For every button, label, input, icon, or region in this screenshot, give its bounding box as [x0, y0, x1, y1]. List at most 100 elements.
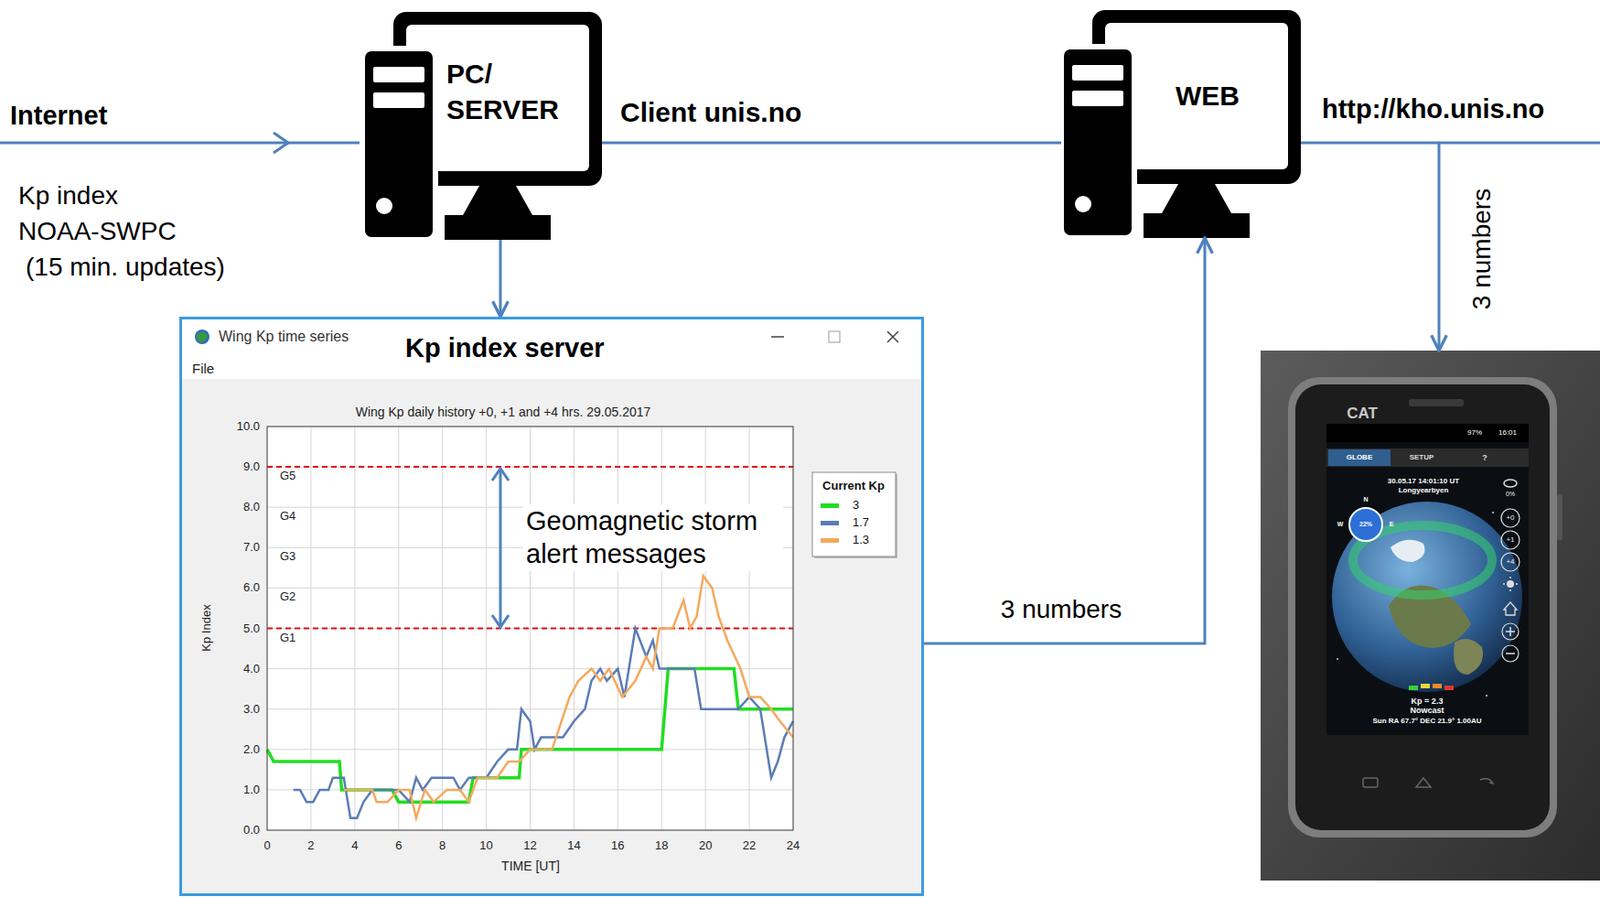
node-text: Kp = 2.3 — [1411, 696, 1444, 707]
url-label: http://kho.unis.no — [1321, 93, 1545, 126]
gauge-segment — [1408, 685, 1418, 690]
node-text: Longyearbyen — [1398, 485, 1450, 495]
y-tick-label: 7.0 — [243, 540, 260, 556]
zoom-in-button — [1502, 622, 1519, 640]
range-arrowhead — [492, 614, 509, 627]
connector — [499, 239, 503, 317]
x-tick-label: 4 — [351, 837, 358, 853]
kp-series-line — [343, 575, 794, 818]
x-tick-label: 18 — [655, 837, 668, 853]
node-text: CAT — [1346, 404, 1378, 423]
storm-level: G3 — [277, 549, 299, 565]
x-tick-label: 24 — [786, 837, 800, 853]
sun-rays — [1503, 576, 1518, 591]
node-text: N — [1363, 495, 1368, 504]
node-text: 30.05.17 14:01:10 UT — [1387, 476, 1460, 486]
power-button — [375, 197, 393, 215]
kp-series-line — [267, 668, 794, 803]
ice-cap — [1390, 539, 1426, 562]
kp-chart — [267, 426, 794, 830]
storm-level: G1 — [277, 630, 299, 645]
close-button — [887, 331, 899, 343]
soft-key — [1416, 777, 1431, 787]
pc-server-icon — [362, 11, 602, 240]
compass — [1349, 507, 1383, 541]
grid-line — [485, 426, 487, 830]
legend-text: 1.3 — [852, 532, 870, 548]
plus-symbol — [1505, 626, 1515, 636]
grid-line — [749, 426, 751, 830]
zoom-out-button — [1502, 644, 1519, 662]
y-tick-label: 1.0 — [243, 782, 260, 797]
node-text: SETUP — [1409, 452, 1435, 462]
x-tick-label: 22 — [742, 837, 756, 853]
outgoing-line — [1438, 141, 1600, 145]
node-text: 16:01 — [1498, 428, 1517, 438]
x-tick-label: 20 — [698, 837, 712, 853]
source-note: Kp index — [18, 180, 119, 212]
x-tick-label: 0 — [263, 837, 270, 853]
maximize-button — [828, 331, 840, 343]
storm-level: G5 — [277, 468, 299, 484]
connector — [601, 141, 1062, 145]
link-label: Client unis.no — [620, 96, 802, 129]
phone-body — [1295, 384, 1550, 830]
source-note: NOAA-SWPC — [18, 215, 177, 247]
node-text: GLOBE — [1346, 452, 1373, 462]
node-text: 97% — [1467, 428, 1482, 438]
x-tick-label: 6 — [395, 837, 402, 853]
side-button — [1282, 475, 1289, 513]
gauge-segment — [1444, 685, 1454, 690]
forecast-button — [1501, 552, 1520, 571]
internet-arrowhead — [273, 132, 289, 153]
node-text: Kp index server — [405, 332, 605, 365]
node-text: ? — [1481, 452, 1488, 463]
status-bar — [1326, 423, 1529, 442]
land-mass — [1453, 638, 1483, 675]
phone-speaker — [1408, 398, 1464, 407]
legend-swatch — [820, 503, 839, 508]
internet-line — [0, 141, 363, 145]
monitor-stand — [1143, 183, 1250, 238]
tower-case — [362, 48, 436, 240]
x-tick-label: 10 — [479, 837, 493, 853]
star — [1492, 511, 1494, 514]
grid-line — [705, 426, 707, 830]
node-text: WEB — [1175, 79, 1240, 113]
active-tab — [1328, 449, 1391, 466]
x-tick-label: 8 — [439, 837, 446, 853]
home-icon — [1503, 601, 1517, 615]
node-text: 22% — [1359, 520, 1373, 528]
app-icon-land — [196, 332, 208, 343]
tab-bar — [1326, 448, 1529, 467]
y-tick-label: 4.0 — [243, 661, 260, 677]
y-tick-label: 6.0 — [243, 580, 260, 596]
legend-title: Current Kp — [822, 478, 885, 494]
forecast-button — [1501, 530, 1520, 549]
node-text: PC/ SERVER — [446, 55, 573, 128]
soft-key — [1363, 777, 1378, 787]
node-text: Nowcast — [1409, 705, 1444, 716]
minus-symbol — [1505, 652, 1515, 655]
pc-server-icon: PC/ SERVER — [362, 11, 602, 240]
soft-key — [1480, 778, 1493, 784]
grid-line — [310, 426, 312, 830]
input-label: Internet — [10, 99, 108, 132]
y-tick-label: 3.0 — [243, 701, 260, 717]
plot-border — [267, 426, 794, 830]
sun-icon — [1506, 579, 1515, 588]
x-tick-label: 2 — [307, 837, 314, 853]
y-tick-label: 9.0 — [243, 459, 260, 474]
minimize-button — [771, 335, 784, 338]
legend-box — [812, 472, 896, 557]
power-button — [1074, 195, 1092, 213]
chart-title: Wing Kp daily history +0, +1 and +4 hrs.… — [355, 404, 652, 420]
gauge-segment — [1432, 683, 1442, 688]
drive-slot — [373, 66, 425, 83]
app-window: Wing Kp time seriesKp index serverFile — [179, 316, 924, 896]
